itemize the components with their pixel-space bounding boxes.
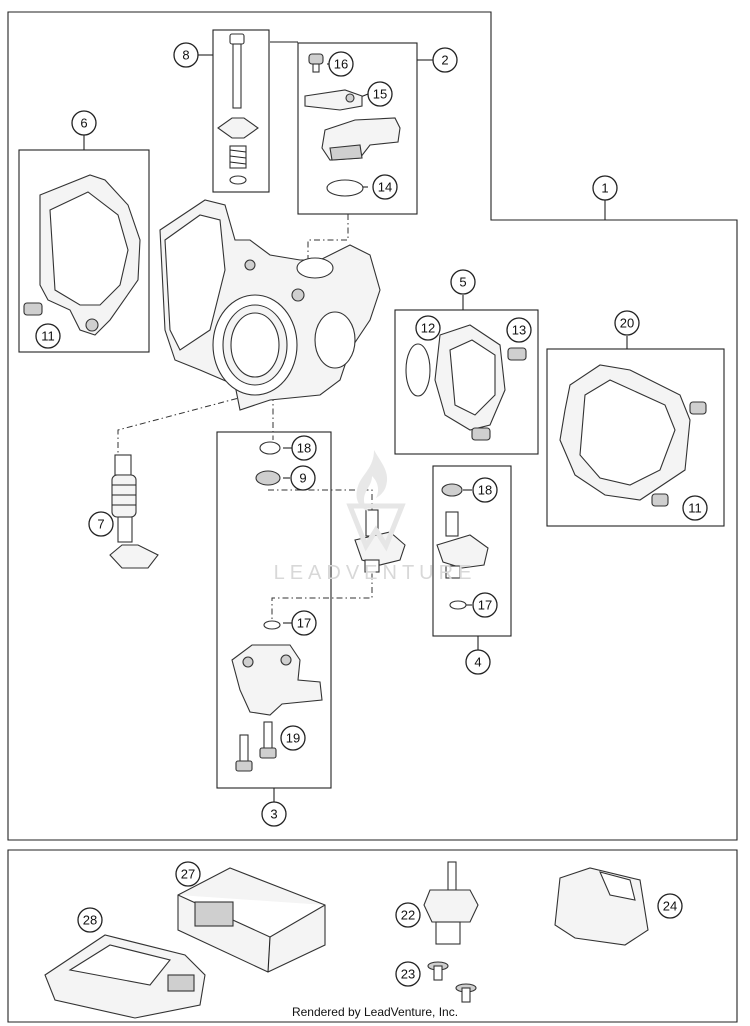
- callout-18-right: 18: [472, 477, 498, 503]
- svg-text:24: 24: [663, 899, 677, 914]
- box-3: [216, 431, 332, 789]
- svg-text:27: 27: [181, 867, 195, 882]
- box-8: [212, 29, 270, 193]
- svg-text:18: 18: [478, 483, 492, 498]
- box-5: [394, 309, 539, 455]
- callout-19: 19: [280, 725, 306, 751]
- callout-24: 24: [657, 893, 683, 919]
- box-20: [546, 348, 725, 527]
- callout-20: 20: [614, 310, 640, 336]
- callout-8: 8: [173, 42, 199, 68]
- callout-12: 12: [415, 315, 441, 341]
- connector-part: [554, 867, 649, 946]
- svg-text:20: 20: [620, 316, 634, 331]
- svg-text:18: 18: [297, 441, 311, 456]
- svg-text:17: 17: [297, 616, 311, 631]
- svg-text:4: 4: [474, 655, 481, 670]
- temperature-sensor-part: [423, 861, 479, 945]
- svg-text:11: 11: [688, 501, 702, 516]
- callout-3: 3: [261, 801, 287, 827]
- injector-holder-part: [231, 441, 323, 772]
- svg-text:14: 14: [378, 180, 392, 195]
- callout-28: 28: [77, 907, 103, 933]
- svg-text:11: 11: [41, 329, 55, 344]
- svg-text:28: 28: [83, 913, 97, 928]
- leadventure-logo-icon: [346, 450, 406, 552]
- watermark-text: LEADVENTURE: [273, 562, 477, 584]
- callout-7: 7: [88, 511, 114, 537]
- footer-credit: Rendered by LeadVenture, Inc.: [291, 1005, 459, 1019]
- callout-1: 1: [592, 175, 618, 201]
- svg-text:8: 8: [182, 48, 189, 63]
- callout-27: 27: [175, 861, 201, 887]
- throttle-cover-part: [39, 174, 141, 336]
- svg-text:22: 22: [401, 908, 415, 923]
- svg-text:16: 16: [334, 57, 348, 72]
- ecu-part: [177, 867, 326, 973]
- map-sensor-part: [405, 324, 527, 441]
- callout-23: 23: [395, 961, 421, 987]
- injector-kit-part: [436, 483, 489, 610]
- throttle-body-part: [159, 199, 381, 411]
- callout-15: 15: [367, 81, 393, 107]
- callout-11-left: 11: [35, 323, 61, 349]
- idle-screw-part: [217, 33, 259, 185]
- svg-text:2: 2: [441, 53, 448, 68]
- svg-text:9: 9: [299, 471, 306, 486]
- callout-14: 14: [372, 174, 398, 200]
- callout-13: 13: [506, 317, 532, 343]
- svg-text:7: 7: [97, 517, 104, 532]
- callout-16: 16: [328, 51, 354, 77]
- svg-text:19: 19: [286, 731, 300, 746]
- svg-text:17: 17: [478, 598, 492, 613]
- assembly-outline: [7, 11, 738, 841]
- box-4: [432, 465, 512, 637]
- callout-4: 4: [465, 649, 491, 675]
- svg-text:12: 12: [421, 321, 435, 336]
- svg-text:15: 15: [373, 87, 387, 102]
- callout-6: 6: [71, 110, 97, 136]
- screws-23-part: [427, 961, 477, 1003]
- screw-11a-part: [23, 302, 43, 316]
- sensor-cover-part: [559, 364, 707, 507]
- svg-text:5: 5: [459, 275, 466, 290]
- callout-2: 2: [432, 47, 458, 73]
- callout-5: 5: [450, 269, 476, 295]
- assembly-lines: [117, 214, 373, 620]
- svg-text:3: 3: [270, 807, 277, 822]
- idle-valve-part: [109, 454, 159, 569]
- callout-17-left: 17: [291, 610, 317, 636]
- throttle-position-sensor-part: [304, 53, 401, 197]
- svg-text:23: 23: [401, 967, 415, 982]
- control-module-part: [44, 934, 206, 1019]
- svg-text:6: 6: [80, 116, 87, 131]
- callout-18-left: 18: [291, 435, 317, 461]
- callout-22: 22: [395, 902, 421, 928]
- svg-text:13: 13: [512, 323, 526, 338]
- callout-11-right: 11: [682, 495, 708, 521]
- svg-text:1: 1: [601, 181, 608, 196]
- box-2: [297, 42, 418, 215]
- callout-17-right: 17: [472, 592, 498, 618]
- callout-9: 9: [290, 465, 316, 491]
- accessories-box: [7, 849, 738, 1023]
